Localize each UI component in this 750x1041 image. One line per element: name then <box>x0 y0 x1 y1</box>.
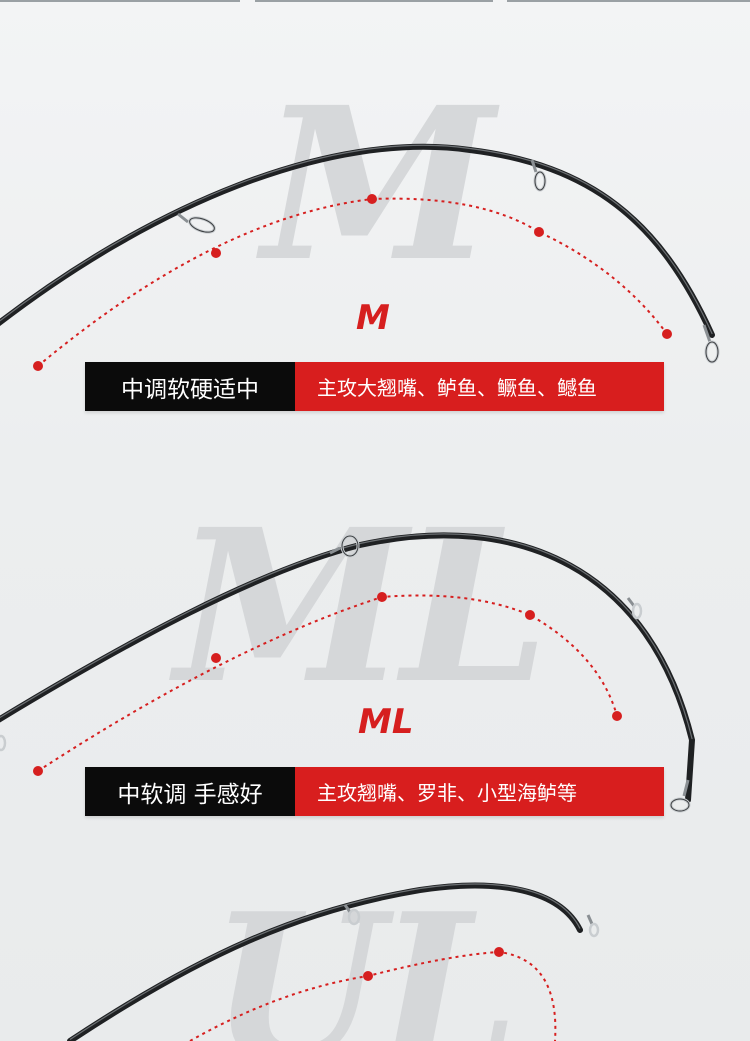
watermark-ul: UL <box>210 870 519 1041</box>
bend-point <box>494 947 504 957</box>
bend-point <box>211 653 221 663</box>
rod-blank <box>67 882 583 1041</box>
action-label: 中软调 手感好 <box>85 767 295 816</box>
target-fish-label: 主攻翘嘴、罗非、小型海鲈等 <box>295 767 664 816</box>
bend-point <box>363 971 373 981</box>
top-divider <box>255 0 493 2</box>
top-divider <box>0 0 240 2</box>
bend-point <box>534 227 544 237</box>
bend-point <box>662 329 672 339</box>
line-guide <box>177 212 216 234</box>
rod-bend-illustration-m <box>0 143 720 371</box>
top-divider <box>507 0 750 2</box>
tip-top-guide <box>669 779 691 813</box>
rod-blank <box>0 143 715 338</box>
rod-bend-illustration-ul <box>67 882 600 1041</box>
bend-point <box>211 248 221 258</box>
watermark-m: M <box>262 61 494 308</box>
line-guide <box>329 534 360 558</box>
rod-highlight <box>69 883 581 1041</box>
bend-point <box>377 592 387 602</box>
rod-highlight <box>0 144 713 335</box>
bend-point <box>525 610 535 620</box>
line-guide <box>626 597 643 620</box>
bend-curve-dashed <box>37 594 618 772</box>
bend-point <box>33 361 43 371</box>
line-guide <box>343 904 361 926</box>
bend-point <box>33 766 43 776</box>
rod-section-ul: UL <box>0 860 750 1041</box>
bend-curve-dashed <box>189 950 557 1041</box>
line-guide <box>586 914 600 938</box>
action-label: 中调软硬适中 <box>85 362 295 411</box>
rod-spec-bar-ml: 中软调 手感好 主攻翘嘴、罗非、小型海鲈等 <box>85 767 664 816</box>
line-guide <box>530 159 547 192</box>
bend-curve-dashed <box>37 197 668 367</box>
power-code-m: M <box>356 298 390 338</box>
power-code-ml: ML <box>358 702 414 742</box>
rod-section-m: M M 中调软硬适中 主攻大翘嘴、鲈鱼、鳜鱼、鳡鱼 <box>0 0 750 440</box>
rod-bend-illustration-ml <box>0 532 696 813</box>
line-guide <box>0 734 7 752</box>
tip-top-guide <box>702 324 720 364</box>
bend-point <box>612 711 622 721</box>
rod-blank <box>0 532 696 803</box>
bend-point <box>367 194 377 204</box>
rod-spec-bar-m: 中调软硬适中 主攻大翘嘴、鲈鱼、鳜鱼、鳡鱼 <box>85 362 664 411</box>
rod-section-ml: ML ML 中软调 手感好 主攻翘嘴、罗非、小型海鲈等 <box>0 440 750 860</box>
target-fish-label: 主攻大翘嘴、鲈鱼、鳜鱼、鳡鱼 <box>295 362 664 411</box>
rod-highlight <box>0 533 693 740</box>
